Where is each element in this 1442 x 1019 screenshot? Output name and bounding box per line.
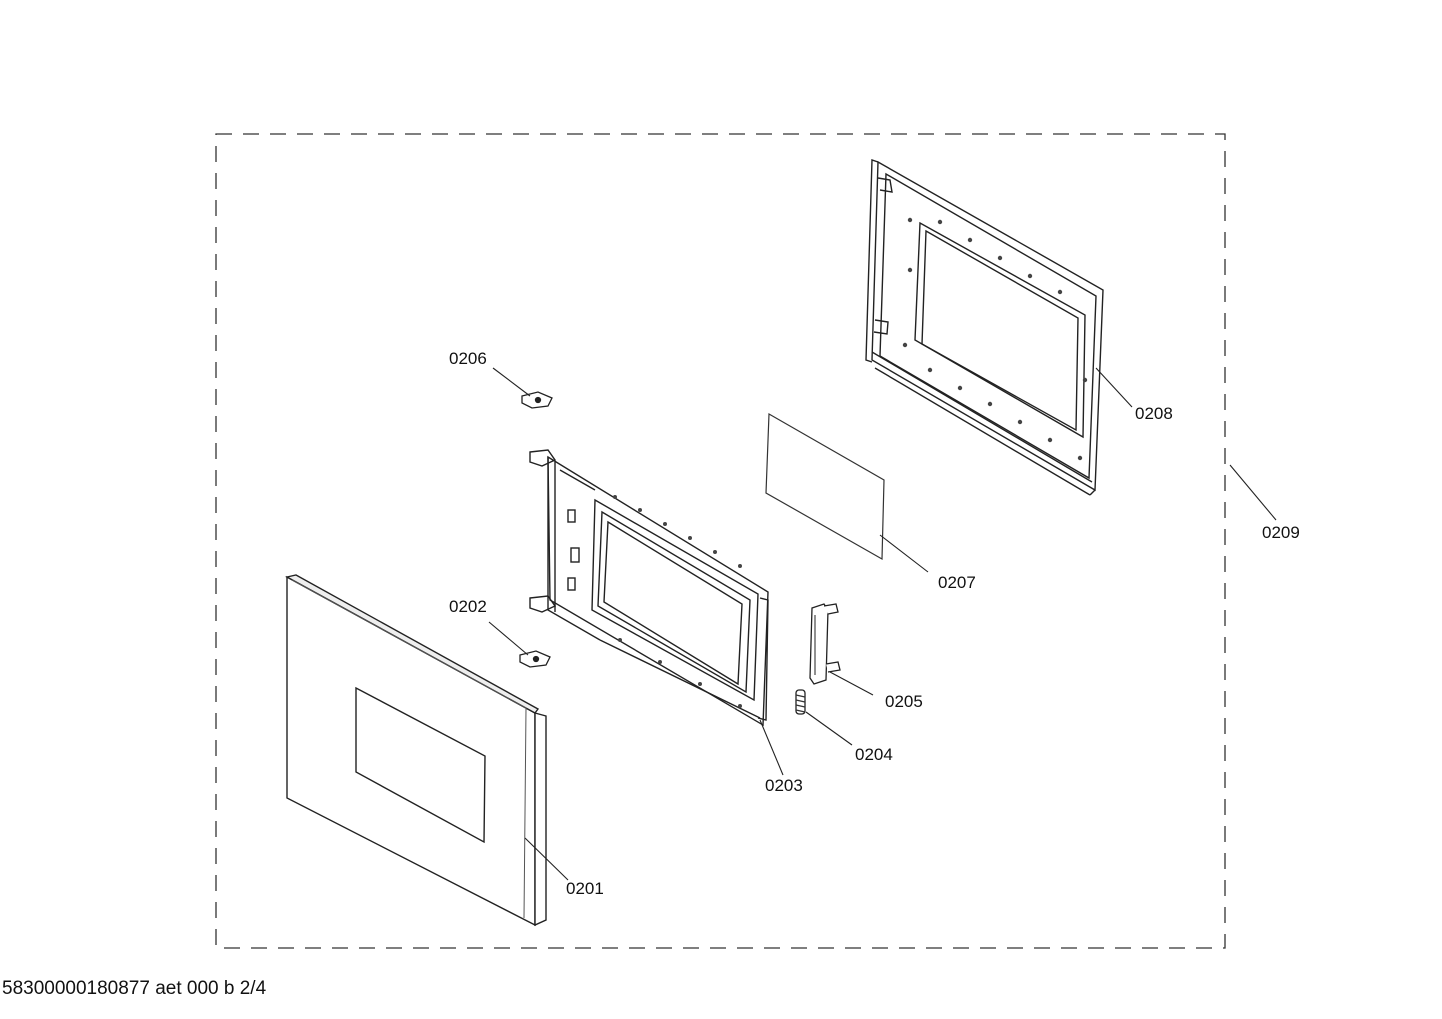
label-0206[interactable]: 0206 [449, 349, 487, 368]
label-0201[interactable]: 0201 [566, 879, 604, 898]
part-0206-clip[interactable] [521, 391, 553, 409]
label-0209[interactable]: 0209 [1262, 523, 1300, 542]
leader-lines [488, 367, 1277, 881]
part-0207-glass-pane[interactable] [765, 412, 885, 561]
label-0207[interactable]: 0207 [938, 573, 976, 592]
document-id: 58300000180877 aet 000 b 2/4 [2, 978, 267, 999]
assembly-boundary [215, 133, 1226, 949]
part-0205-latch-bracket[interactable] [809, 603, 841, 685]
label-0205[interactable]: 0205 [885, 692, 923, 711]
part-0208-inner-frame[interactable] [865, 159, 1104, 496]
part-0201-door-panel[interactable] [285, 574, 547, 927]
label-0203[interactable]: 0203 [765, 776, 803, 795]
part-0203-door-frame[interactable] [529, 449, 769, 727]
label-0208[interactable]: 0208 [1135, 404, 1173, 423]
part-0202-clip[interactable] [519, 650, 551, 668]
label-0204[interactable]: 0204 [855, 745, 893, 764]
label-0202[interactable]: 0202 [449, 597, 487, 616]
part-labels: 0206 0202 0208 0209 0207 0205 0204 0203 … [449, 349, 1300, 898]
part-0204-spring[interactable] [795, 689, 806, 715]
